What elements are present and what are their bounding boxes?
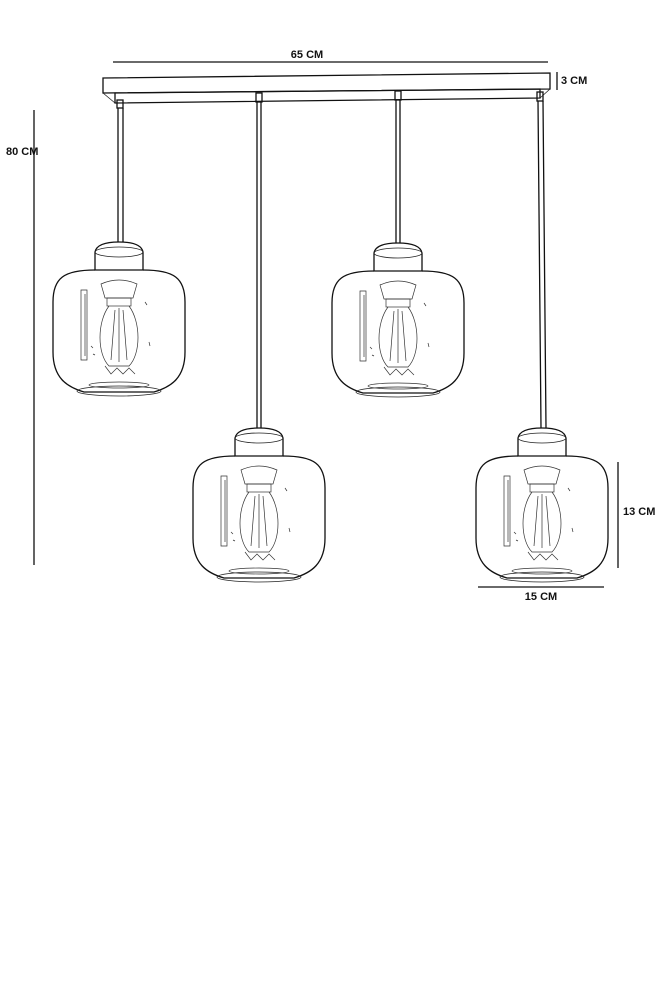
- glass-highlight: [80, 289, 88, 361]
- filament-bulb: [522, 491, 562, 561]
- shade-bottom: [355, 386, 441, 398]
- socket-cap: [517, 427, 567, 457]
- socket-rim: [234, 432, 284, 444]
- bulb-holder: [523, 465, 561, 485]
- socket-rim: [94, 246, 144, 258]
- glass-highlight: [220, 475, 228, 547]
- cord-mount-2: [255, 92, 263, 103]
- socket-cap: [373, 242, 423, 272]
- bulb-socket: [385, 298, 411, 308]
- socket-cap: [94, 241, 144, 271]
- shade-bottom-inner: [88, 381, 150, 389]
- pendant-1: [52, 241, 186, 397]
- canopy-edge-left: [102, 92, 116, 104]
- glass-texture: [513, 487, 574, 542]
- pendant-4: [475, 427, 609, 583]
- cord-mount-4: [536, 91, 544, 102]
- cord-3: [395, 100, 401, 243]
- width-dimension: 65 CM: [113, 49, 548, 63]
- glass-shade: [52, 269, 186, 393]
- glass-shade: [331, 270, 465, 394]
- filament-bulb: [99, 305, 139, 375]
- bulb-holder: [379, 280, 417, 300]
- cord-mount-1: [116, 99, 124, 109]
- canopy-bottom-plate: [114, 88, 541, 104]
- shade-width-label: 15 CM: [525, 591, 557, 603]
- shade-height-label: 13 CM: [623, 506, 655, 518]
- cord-2: [256, 102, 262, 428]
- shade-height-dimension: 13 CM: [617, 462, 655, 568]
- glass-highlight: [359, 290, 367, 362]
- filament-bulb: [239, 491, 279, 561]
- bulb-socket: [529, 483, 555, 493]
- glass-texture: [90, 301, 151, 356]
- socket-rim: [517, 432, 567, 444]
- cord-4: [537, 100, 547, 429]
- bulb-socket: [246, 483, 272, 493]
- filament-bulb: [378, 306, 418, 376]
- glass-texture: [369, 302, 430, 357]
- socket-cap: [234, 427, 284, 457]
- cords: [117, 100, 547, 429]
- shade-bottom: [76, 385, 162, 397]
- glass-highlight: [503, 475, 511, 547]
- canopy-edge-right: [539, 88, 551, 99]
- glass-shade: [475, 455, 609, 579]
- bulb-holder: [100, 279, 138, 299]
- canopy-height-label: 3 CM: [561, 75, 587, 87]
- ceiling-canopy: [102, 72, 551, 109]
- glass-shade: [192, 455, 326, 579]
- canopy-height-dimension: 3 CM: [556, 72, 587, 90]
- width-label: 65 CM: [291, 49, 323, 61]
- cord-1: [117, 108, 124, 242]
- shade-bottom: [499, 571, 585, 583]
- glass-texture: [230, 487, 291, 542]
- total-height-label: 80 CM: [6, 146, 38, 158]
- pendant-3: [331, 242, 465, 398]
- shade-bottom-inner: [367, 382, 429, 390]
- bulb-socket: [106, 297, 132, 307]
- bulb-holder: [240, 465, 278, 485]
- total-height-dimension: 80 CM: [6, 110, 38, 565]
- socket-rim: [373, 247, 423, 259]
- cord-mount-3: [394, 90, 402, 101]
- shade-width-dimension: 15 CM: [478, 586, 604, 603]
- shade-bottom: [216, 571, 302, 583]
- pendant-2: [192, 427, 326, 583]
- shade-bottom-inner: [228, 567, 290, 575]
- shade-bottom-inner: [511, 567, 573, 575]
